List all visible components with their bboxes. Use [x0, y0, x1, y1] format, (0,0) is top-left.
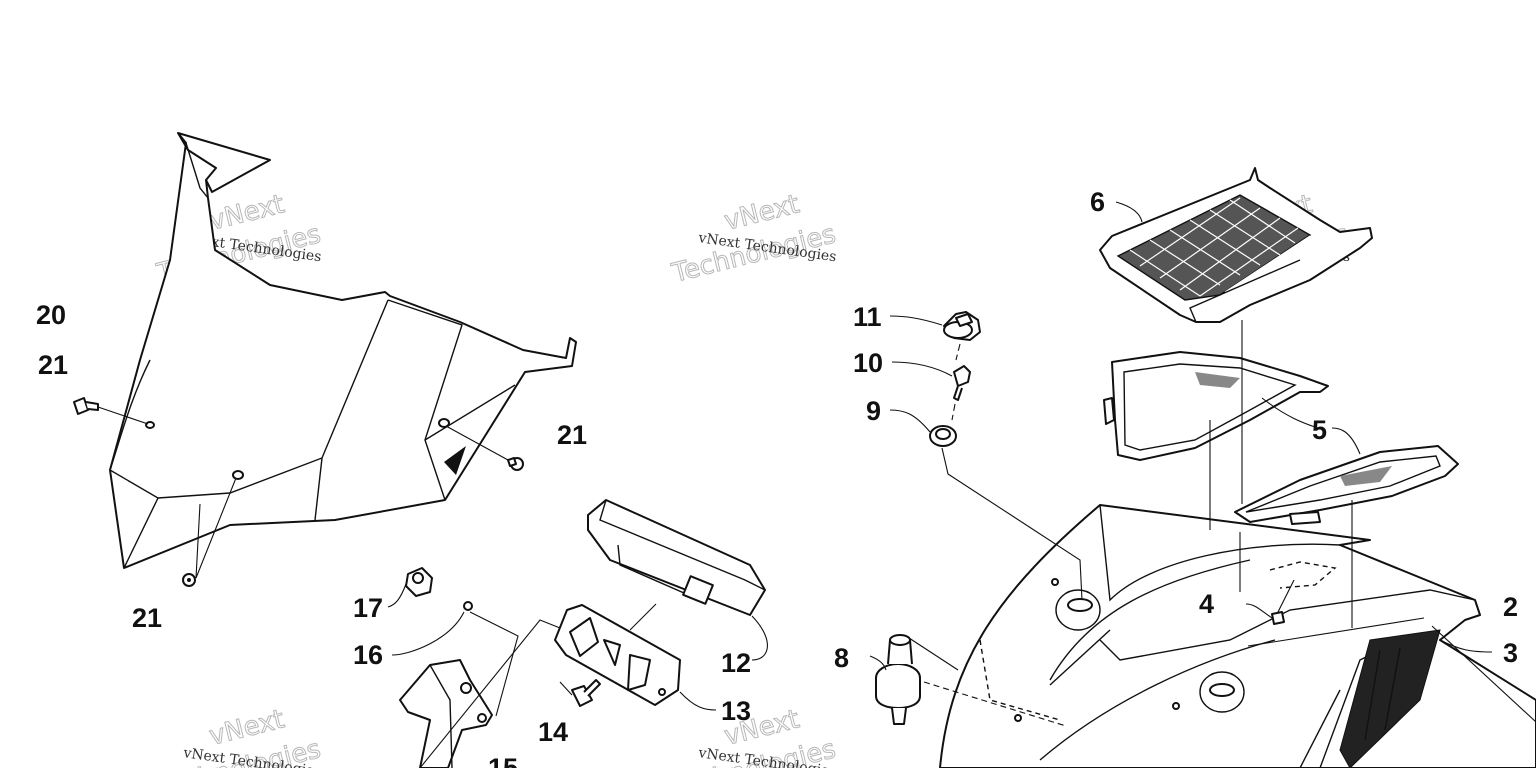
callout-16: 16 [353, 640, 383, 670]
windshield-part [109, 132, 577, 569]
screw-21-right [445, 425, 524, 471]
bolt-part-14 [559, 679, 601, 707]
callout-11: 11 [853, 302, 882, 332]
nut-part-17 [387, 567, 433, 608]
vent-part-3 [1247, 617, 1536, 768]
switch-part-8 [869, 634, 1067, 727]
callout-12: 12 [721, 648, 751, 678]
callout-9: 9 [866, 396, 881, 426]
callout-3: 3 [1503, 638, 1518, 668]
cargo-net-part-6 [1099, 167, 1373, 592]
callout-labels: 20 21 21 21 17 16 15 14 13 12 11 10 9 8 … [36, 187, 1518, 768]
washer-part-16 [391, 601, 473, 656]
callout-21-right: 21 [557, 420, 587, 450]
callout-5: 5 [1312, 415, 1327, 445]
washer-21-bottom [182, 477, 237, 587]
callout-2: 2 [1503, 592, 1518, 622]
screw-21-left [73, 397, 149, 425]
key-part-10 [891, 361, 971, 421]
callout-21-bottom: 21 [132, 603, 162, 633]
gauge-part-12 [587, 499, 768, 661]
callout-14: 14 [538, 717, 568, 747]
tray-part-5-upper [1103, 351, 1329, 530]
nut-part-9 [889, 409, 1083, 601]
callout-15: 15 [488, 753, 518, 768]
hood-panel-part-2 [939, 504, 1536, 768]
watermark-bottom-left: vNext Technologies vNext Technologies [153, 704, 324, 768]
callout-4: 4 [1199, 589, 1214, 619]
callout-10: 10 [853, 348, 883, 378]
direction-arrow-icon [444, 446, 466, 475]
screw-part-4 [1245, 561, 1337, 625]
bracket-part-13 [554, 603, 717, 711]
callout-6: 6 [1090, 187, 1105, 217]
tray-part-5-lower [1234, 427, 1459, 628]
watermark-top-center: vNext Technologies vNext Technologies [668, 189, 839, 290]
callout-17: 17 [353, 593, 383, 623]
callout-8: 8 [834, 643, 849, 673]
callout-20: 20 [36, 300, 66, 330]
bracket-part-15 [399, 611, 561, 768]
callout-21-top-left: 21 [38, 350, 68, 380]
callout-13: 13 [721, 696, 751, 726]
key-cap-part-11 [889, 311, 981, 361]
watermark-bottom-center: vNext Technologies vNext Technologies [668, 704, 839, 768]
